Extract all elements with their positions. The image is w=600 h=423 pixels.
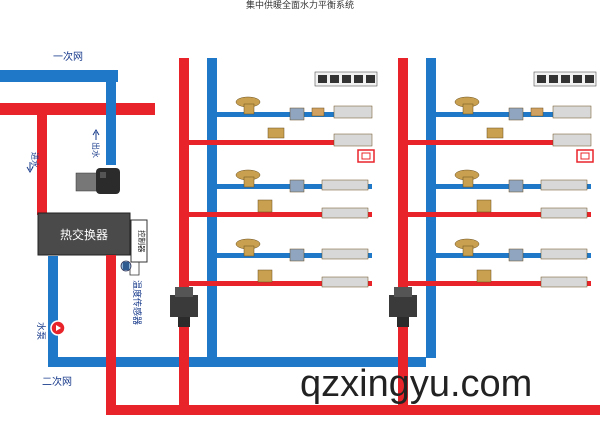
thermostat-panel-icon [314,71,378,87]
primary-network-label: 一次网 [53,50,83,63]
controller-wire [129,262,140,276]
primary-supply-riser [37,103,47,215]
controller-label: 控制器 [137,230,147,253]
pump-label: 水泵 [35,322,47,340]
temp-sensor-label: 温度传感器 [131,280,143,325]
inlet-label: 进水 [30,152,40,168]
balancing-valve-icon [389,287,417,327]
motorized-valve-icon [75,168,120,194]
secondary-supply-main [106,405,600,415]
secondary-return-main [48,357,426,367]
building-b-valves [454,96,592,288]
primary-return-riser [106,70,116,165]
primary-return-pipe [0,70,118,82]
floor-heating-coil-icon [576,149,594,163]
outlet-label: 出水 [91,142,101,158]
watermark: qzxingyu.com [300,363,532,405]
building-b-supply-riser [398,58,408,410]
building-a-valves [235,96,373,288]
building-a-supply-riser [179,58,189,410]
heat-exchanger-label: 热交换器 [60,227,108,242]
secondary-pump-riser [48,256,58,366]
heat-exchanger [37,212,131,256]
building-b-floors [398,112,591,286]
building-a-floors [179,112,372,286]
primary-supply-pipe [0,103,155,115]
pump-icon [50,320,66,336]
building-b-return-riser [426,58,436,358]
outlet-arrow-icon [92,129,100,140]
secondary-network-label: 二次网 [42,375,72,388]
temperature-sensor-icon [120,260,132,272]
building-a-return-riser [207,58,217,358]
diagram-title: 集中供暖全面水力平衡系统 [246,0,354,11]
inlet-arrow-icon [26,162,34,173]
thermostat-panel-icon [533,71,597,87]
floor-heating-coil-icon [357,149,375,163]
balancing-valve-icon [170,287,198,327]
secondary-supply-riser-main [106,255,116,415]
